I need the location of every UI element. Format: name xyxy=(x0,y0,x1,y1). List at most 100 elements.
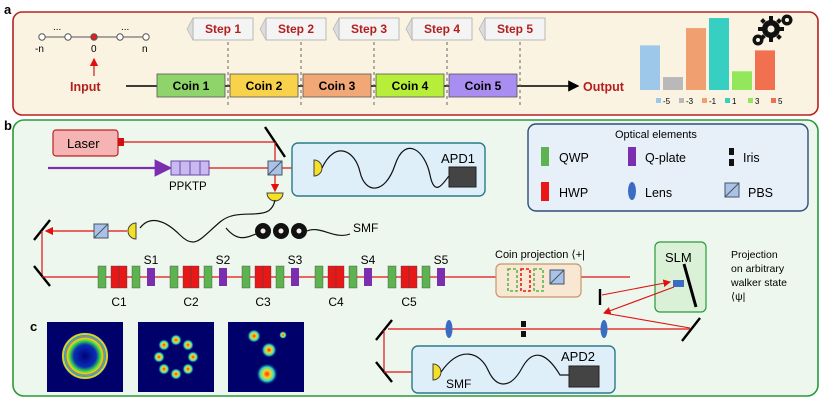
lattice-node xyxy=(64,33,72,41)
polarization-paddles xyxy=(255,223,307,239)
mirror xyxy=(33,265,51,287)
coin-box xyxy=(229,73,299,98)
fiber-coupler-apd1 xyxy=(313,159,323,177)
gears-icon xyxy=(752,14,793,46)
lattice-node xyxy=(116,33,124,41)
histogram-legend-label: -5 xyxy=(663,97,671,106)
lattice: ... ... -n 0 n xyxy=(35,22,150,76)
hwp-plate xyxy=(335,265,345,289)
legend-lens: Lens xyxy=(645,186,672,200)
lattice-node xyxy=(38,33,46,41)
step-tag-tab xyxy=(186,17,194,41)
coin-2: Coin 2 xyxy=(229,73,299,98)
coin-box xyxy=(448,73,518,98)
q-plate-label: S4 xyxy=(361,253,376,267)
qwp-plate xyxy=(314,265,324,289)
coin-5: Coin 5 xyxy=(448,73,518,98)
ppktp-crystal xyxy=(170,160,210,176)
coin-element-label: C4 xyxy=(328,295,344,309)
legend-qwp-swatch xyxy=(541,147,549,166)
hwp-plate xyxy=(254,265,264,289)
iris xyxy=(521,331,526,337)
q-plate-label: S5 xyxy=(434,253,449,267)
legend-title: Optical elements xyxy=(615,129,697,141)
qwp-plate xyxy=(275,265,285,289)
hwp-plate xyxy=(327,265,337,289)
step-label: Step 4 xyxy=(424,22,460,36)
laser-aperture xyxy=(118,138,124,146)
lattice-dots-right: ... xyxy=(121,22,129,33)
intensity-petal xyxy=(157,363,170,376)
apd2-box xyxy=(411,345,616,394)
step-tag-tab xyxy=(332,17,340,41)
coin-element-label: C5 xyxy=(401,295,417,309)
intensity-petal xyxy=(187,351,199,363)
histogram-bar xyxy=(686,28,706,90)
panel-a-label: a xyxy=(4,2,12,17)
coin-label: Coin 3 xyxy=(319,79,356,93)
legend-pbs: PBS xyxy=(748,186,773,200)
histogram-legend-label: -1 xyxy=(709,97,717,106)
step-1: Step 1 xyxy=(186,17,254,105)
legend-pbs-swatch xyxy=(724,182,740,198)
hwp-plate xyxy=(262,265,272,289)
histogram-legend-swatch xyxy=(702,98,707,103)
qwp-plate xyxy=(387,265,397,289)
q-plate-label: S2 xyxy=(216,253,231,267)
projection-text-line: on arbitrary xyxy=(731,263,785,275)
intensity-petal xyxy=(170,334,182,346)
intensity-image-2 xyxy=(138,322,214,392)
histogram-legend-swatch xyxy=(748,98,753,103)
histogram-legend-swatch xyxy=(679,98,684,103)
step-2: Step 2 xyxy=(259,17,327,105)
coin-label: Coin 1 xyxy=(173,79,210,93)
pbs-1 xyxy=(267,160,283,176)
panel-c-label: c xyxy=(30,319,37,334)
qwp-plate xyxy=(203,265,213,289)
intensity-image-1 xyxy=(47,322,123,392)
slm-panel xyxy=(682,263,698,308)
qwp-plate xyxy=(241,265,251,289)
ppktp-label: PPKTP xyxy=(169,181,207,193)
projection-text-line: Projection xyxy=(731,249,778,261)
histogram-bar xyxy=(755,50,775,90)
step-label: Step 2 xyxy=(278,22,314,36)
qwp-plate xyxy=(421,265,431,289)
histogram-bar xyxy=(640,45,660,90)
intensity-petal xyxy=(170,368,182,380)
fiber-coupler-apd2 xyxy=(432,363,442,381)
q-plate xyxy=(291,268,299,286)
step-tag-tab xyxy=(478,17,486,41)
slm-label: SLM xyxy=(665,250,692,265)
projection-text-line: ⟨ψ| xyxy=(731,291,745,303)
qwp-plate xyxy=(97,265,107,289)
coin-label: Coin 2 xyxy=(246,79,283,93)
legend-qplate-swatch xyxy=(628,147,636,166)
lattice-label-center: 0 xyxy=(91,44,97,55)
fiber-apd2 xyxy=(440,353,569,385)
lattice-node xyxy=(142,33,150,41)
coin-element-label: C1 xyxy=(111,295,127,309)
q-plate xyxy=(437,268,445,286)
step-4: Step 4 xyxy=(405,17,473,105)
histogram-legend-swatch xyxy=(725,98,730,103)
step-tag-tab xyxy=(259,17,267,41)
step-tag-tab xyxy=(405,17,413,41)
beam xyxy=(601,279,672,296)
histogram-legend-label: 1 xyxy=(732,97,737,106)
apd2-label: APD2 xyxy=(561,349,595,364)
hwp-plate xyxy=(118,265,128,289)
histogram-bar xyxy=(663,77,683,90)
smf-fiber xyxy=(306,229,351,236)
apd1-box xyxy=(291,142,486,197)
legend-iris: Iris xyxy=(743,151,760,165)
intensity-image-3 xyxy=(228,322,304,392)
intensity-petal xyxy=(157,338,170,351)
lens xyxy=(600,320,608,338)
hwp-plate xyxy=(190,265,200,289)
qwp-dashed xyxy=(507,268,518,292)
